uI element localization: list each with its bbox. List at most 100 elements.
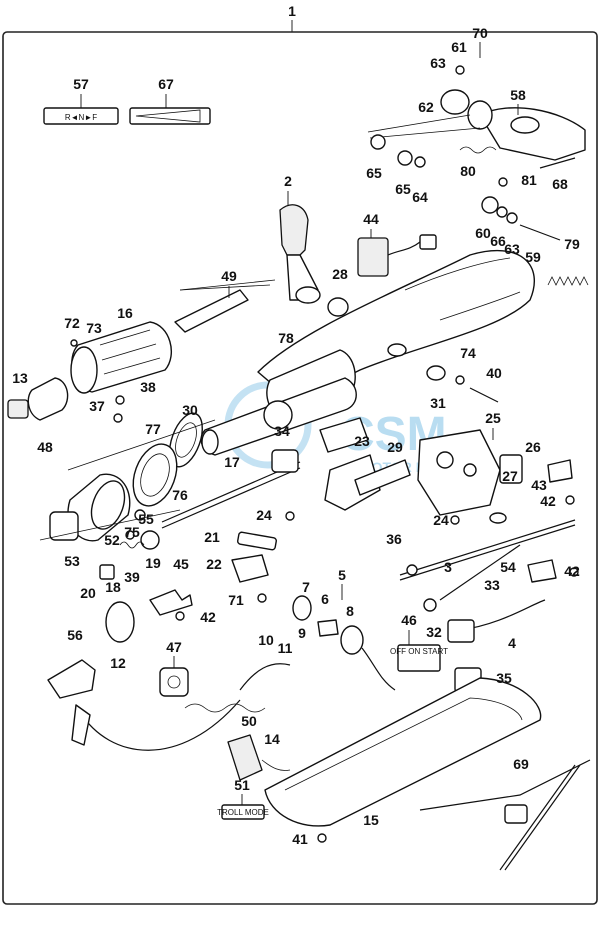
grip-end-cap	[7, 377, 69, 421]
callout-68: 68	[552, 176, 568, 192]
callout-54: 54	[500, 559, 516, 575]
washer-65b	[397, 150, 413, 166]
callout-56: 56	[67, 627, 83, 643]
callout-19: 19	[145, 555, 161, 571]
switch-plate-46	[397, 644, 441, 672]
bracket-58	[479, 107, 586, 161]
callout-44: 44	[363, 211, 379, 227]
shaft-block	[319, 417, 369, 453]
callout-14: 14	[264, 731, 280, 747]
callout-79: 79	[564, 236, 580, 252]
callout-10: 10	[258, 632, 274, 648]
lanyard-loop	[79, 699, 241, 751]
callout-32: 32	[426, 624, 442, 640]
callout-61: 61	[451, 39, 467, 55]
stop-switch-assy	[292, 595, 396, 691]
throttle-plate-23	[324, 454, 381, 511]
link-29	[354, 459, 411, 496]
callout-26: 26	[525, 439, 541, 455]
callout-21: 21	[204, 529, 220, 545]
callout-50: 50	[241, 713, 257, 729]
callout-28: 28	[332, 266, 348, 282]
steering-bar-69	[419, 759, 591, 811]
grip-cap-53	[49, 511, 79, 541]
callout-7: 7	[302, 579, 310, 595]
twist-grip	[49, 473, 131, 542]
callout-76: 76	[172, 487, 188, 503]
callout-38: 38	[140, 379, 156, 395]
callout-62: 62	[418, 99, 434, 115]
diagram-frame	[2, 31, 598, 905]
washer-64	[414, 156, 426, 168]
washer-60	[481, 196, 499, 214]
callout-71: 71	[228, 592, 244, 608]
friction-plate-30	[169, 412, 203, 468]
callout-36: 36	[386, 531, 402, 547]
washer-63b	[506, 212, 518, 224]
callout-13: 13	[12, 370, 28, 386]
bracket-45	[149, 589, 193, 616]
callout-73: 73	[86, 320, 102, 336]
callout-63b: 63	[504, 241, 520, 257]
lower-case-15	[264, 677, 542, 827]
callout-17: 17	[224, 454, 240, 470]
callout-12: 12	[110, 655, 126, 671]
callout-77: 77	[145, 421, 161, 437]
bushing-28	[327, 297, 349, 317]
callout-49: 49	[221, 268, 237, 284]
bracket-54	[527, 559, 557, 583]
pivot-62	[440, 89, 493, 130]
callout-35: 35	[496, 670, 512, 686]
shift-decal-text: R◄N►F	[65, 113, 97, 122]
callout-65b: 65	[395, 181, 411, 197]
callout-3: 3	[444, 559, 452, 575]
switch-50	[227, 734, 263, 781]
callout-52: 52	[104, 532, 120, 548]
spring-80	[459, 146, 497, 154]
callout-24a: 24	[256, 507, 272, 523]
callout-63a: 63	[430, 55, 446, 71]
screws	[70, 65, 579, 843]
washer-66	[496, 206, 508, 218]
lanyard-cord	[239, 663, 291, 691]
callout-81: 81	[521, 172, 537, 188]
callout-33: 33	[484, 577, 500, 593]
callout-46: 46	[401, 612, 417, 628]
callout-74: 74	[460, 345, 476, 361]
callout-59: 59	[525, 249, 541, 265]
callout-25: 25	[485, 410, 501, 426]
lanyard-clip	[71, 704, 91, 746]
callout-4: 4	[508, 635, 516, 651]
callout-42c: 42	[200, 609, 216, 625]
bolt-59	[519, 224, 561, 241]
callout-58: 58	[510, 87, 526, 103]
callout-69: 69	[513, 756, 529, 772]
cable-33	[439, 544, 521, 601]
callout-40: 40	[486, 365, 502, 381]
callout-51: 51	[234, 777, 250, 793]
washer-74	[455, 375, 465, 385]
connector	[447, 619, 475, 643]
callout-1: 1	[288, 3, 296, 19]
shift-lever	[279, 204, 321, 304]
shift-assembly-27	[417, 429, 523, 516]
callout-24b: 24	[433, 512, 449, 528]
callout-45: 45	[173, 556, 189, 572]
callout-42b: 42	[564, 563, 580, 579]
shaft-coupler	[271, 449, 299, 473]
leader-lines	[80, 42, 519, 805]
callout-78: 78	[278, 330, 294, 346]
callout-11: 11	[278, 640, 293, 656]
bracket-43	[547, 459, 573, 483]
steering-arm	[499, 764, 576, 871]
callout-23: 23	[354, 433, 370, 449]
callout-labels: 1 2 3 4 5 6 7 8 9 10 11 12 13 14 15 16 1…	[12, 3, 580, 847]
friction-plate-77	[132, 443, 178, 507]
spring-79	[547, 276, 589, 286]
callout-57: 57	[73, 76, 89, 92]
callout-30: 30	[182, 402, 198, 418]
washer-65a	[370, 134, 386, 150]
small-parts-cluster	[99, 509, 160, 580]
callout-6: 6	[321, 591, 329, 607]
